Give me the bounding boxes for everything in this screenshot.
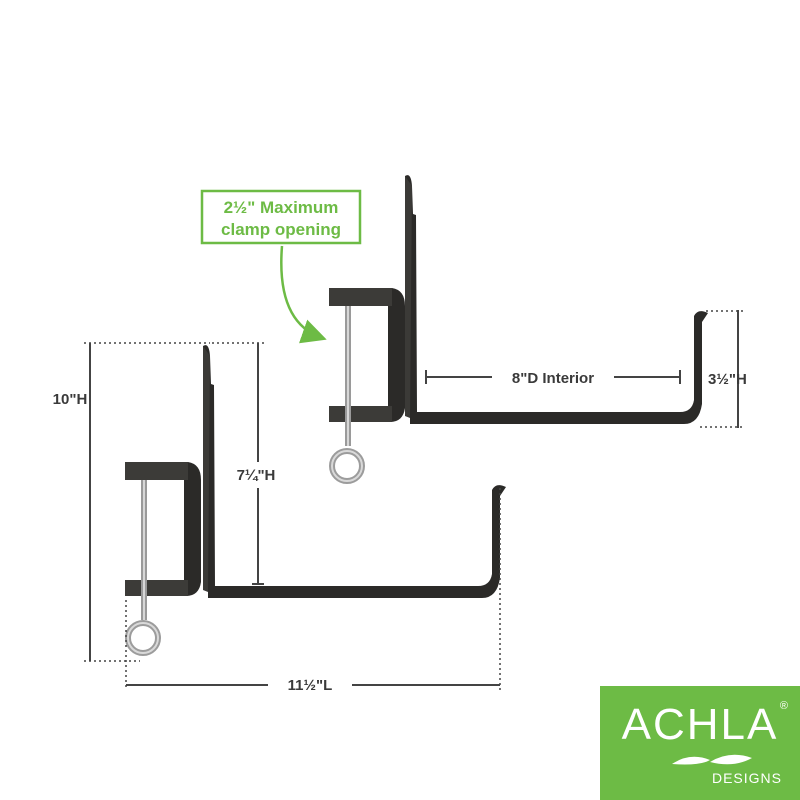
dimension-lines	[84, 310, 744, 690]
logo-name: ACHLA	[621, 700, 779, 749]
callout-arrow	[280, 245, 327, 344]
depth-interior-label: 8"D Interior	[512, 370, 594, 387]
achla-designs-logo: ACHLA ® DESIGNS	[600, 686, 800, 800]
callout-line-1: 2½" Maximum	[224, 198, 339, 217]
inner-height-label: 7¼"H	[237, 467, 276, 484]
back-bracket	[329, 175, 708, 484]
registered-mark: ®	[779, 700, 788, 712]
leaf-icon	[672, 754, 752, 765]
logo-subtitle: DESIGNS	[711, 770, 782, 786]
clamp-opening-callout: 2½" Maximum clamp opening	[200, 189, 362, 344]
total-height-label: 10"H	[53, 391, 88, 408]
callout-line-2: clamp opening	[221, 220, 341, 239]
length-label: 11½"L	[288, 677, 333, 694]
lip-height-label: 3½"H	[708, 371, 747, 388]
front-bracket	[125, 345, 506, 656]
